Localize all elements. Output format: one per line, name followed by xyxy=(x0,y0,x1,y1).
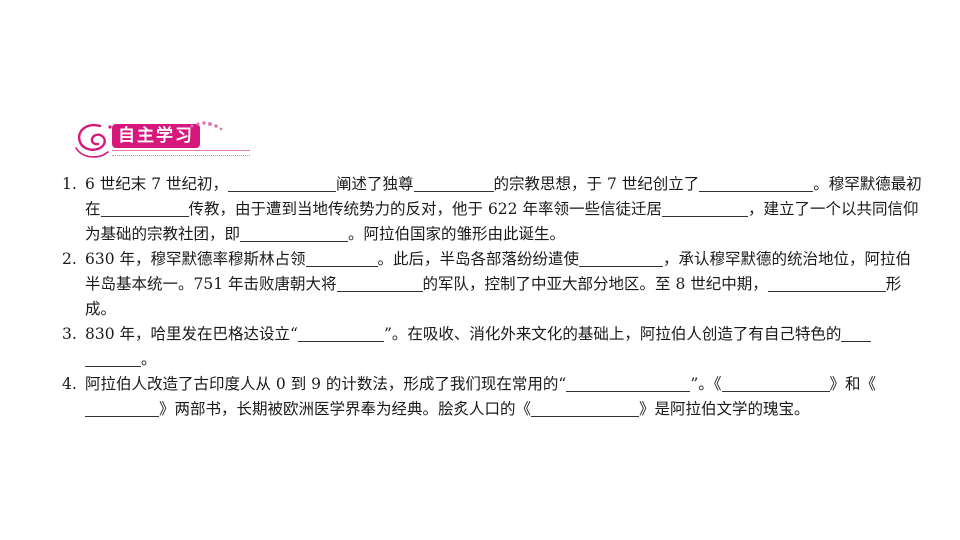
question-text: 的军队，控制了中亚大部分地区。至 8 世纪中期， xyxy=(422,275,768,293)
question-text: ”。在吸收、消化外来文化的基础上，阿拉伯人创造了有自己特色的 xyxy=(383,325,842,343)
answer-blank[interactable] xyxy=(85,400,159,417)
answer-blank[interactable] xyxy=(100,200,189,217)
answer-blank[interactable] xyxy=(336,275,423,292)
answer-blank[interactable] xyxy=(240,225,349,242)
question-number: 3. xyxy=(62,325,77,343)
question-text: 》是阿拉伯文学的瑰宝。 xyxy=(639,400,810,418)
question-list: 1. 6 世纪末 7 世纪初， 阐述了独尊 的宗教思想，于 7 世纪创立了。穆罕默德最… xyxy=(62,172,922,422)
question-text: 。此后，半岛各部落纷纷遣使 xyxy=(377,250,580,268)
question-number: 1. xyxy=(62,175,77,193)
question-text: 》两部书，长期被欧洲医学界奉为经典。脍炙人口的《 xyxy=(159,400,532,418)
section-title: 自主学习 xyxy=(112,124,200,148)
answer-blank[interactable] xyxy=(767,275,886,292)
answer-blank[interactable] xyxy=(531,400,640,417)
question-text: 阐述了独尊 xyxy=(336,175,414,193)
question-text: 传教，由于遭到当地传统势力的反对，他于 622 年率领一些信徒迁居 xyxy=(188,200,662,218)
question-text: ，承认穆罕默德的统治地位，阿拉伯半岛基本统一。751 年击败唐朝大将 xyxy=(85,250,912,293)
question-text: 。 xyxy=(141,350,157,368)
answer-blank[interactable] xyxy=(85,350,141,367)
question-text: 630 年，穆罕默德率穆斯林占领 xyxy=(85,250,306,268)
question-text: 》和《 xyxy=(829,375,877,393)
answer-blank[interactable] xyxy=(413,175,494,192)
answer-blank[interactable] xyxy=(775,175,814,192)
question-text: 形成。 xyxy=(85,275,902,318)
question-item: 2. 630 年，穆罕默德率穆斯林占领 。此后，半岛各部落纷纷遣使，承认穆罕默德的统… xyxy=(62,247,922,322)
answer-blank[interactable] xyxy=(305,250,378,267)
question-item: 4. 阿拉伯人改造了古印度人从 0 到 9 的计数法，形成了我们现在常用的“ ”。《… xyxy=(62,372,922,422)
question-item: 1. 6 世纪末 7 世纪初， 阐述了独尊 的宗教思想，于 7 世纪创立了。穆罕默德最… xyxy=(62,172,922,247)
question-text: 阿拉伯人改造了古印度人从 0 到 9 的计数法，形成了我们现在常用的“ xyxy=(85,375,567,393)
question-text: 的宗教思想，于 7 世纪创立了 xyxy=(493,175,700,193)
answer-blank[interactable] xyxy=(661,200,748,217)
question-number: 2. xyxy=(62,250,77,268)
question-text: 。阿拉伯国家的雏形由此诞生。 xyxy=(348,225,566,243)
question-number: 4. xyxy=(62,375,77,393)
question-text: 6 世纪末 7 世纪初， xyxy=(85,175,229,193)
answer-blank[interactable] xyxy=(297,325,384,342)
header-underline xyxy=(112,150,250,156)
question-text: 。穆罕默德最初在 xyxy=(85,175,922,218)
answer-blank[interactable] xyxy=(721,375,830,392)
dots-ornament-icon xyxy=(190,121,223,131)
answer-blank[interactable] xyxy=(579,250,664,267)
question-text: ，建立了一个以共同信仰为基础的宗教社团，即 xyxy=(85,200,919,243)
section-header: 自主学习 xyxy=(70,118,250,162)
answer-blank[interactable] xyxy=(841,325,872,342)
question-item: 3. 830 年，哈里发在巴格达设立“ ”。在吸收、消化外来文化的基础上，阿拉伯人创… xyxy=(62,322,922,372)
answer-blank[interactable] xyxy=(566,375,691,392)
answer-blank[interactable] xyxy=(228,175,337,192)
question-text: ”。《 xyxy=(690,375,722,393)
question-text: 830 年，哈里发在巴格达设立“ xyxy=(85,325,298,343)
answer-blank[interactable] xyxy=(699,175,776,192)
